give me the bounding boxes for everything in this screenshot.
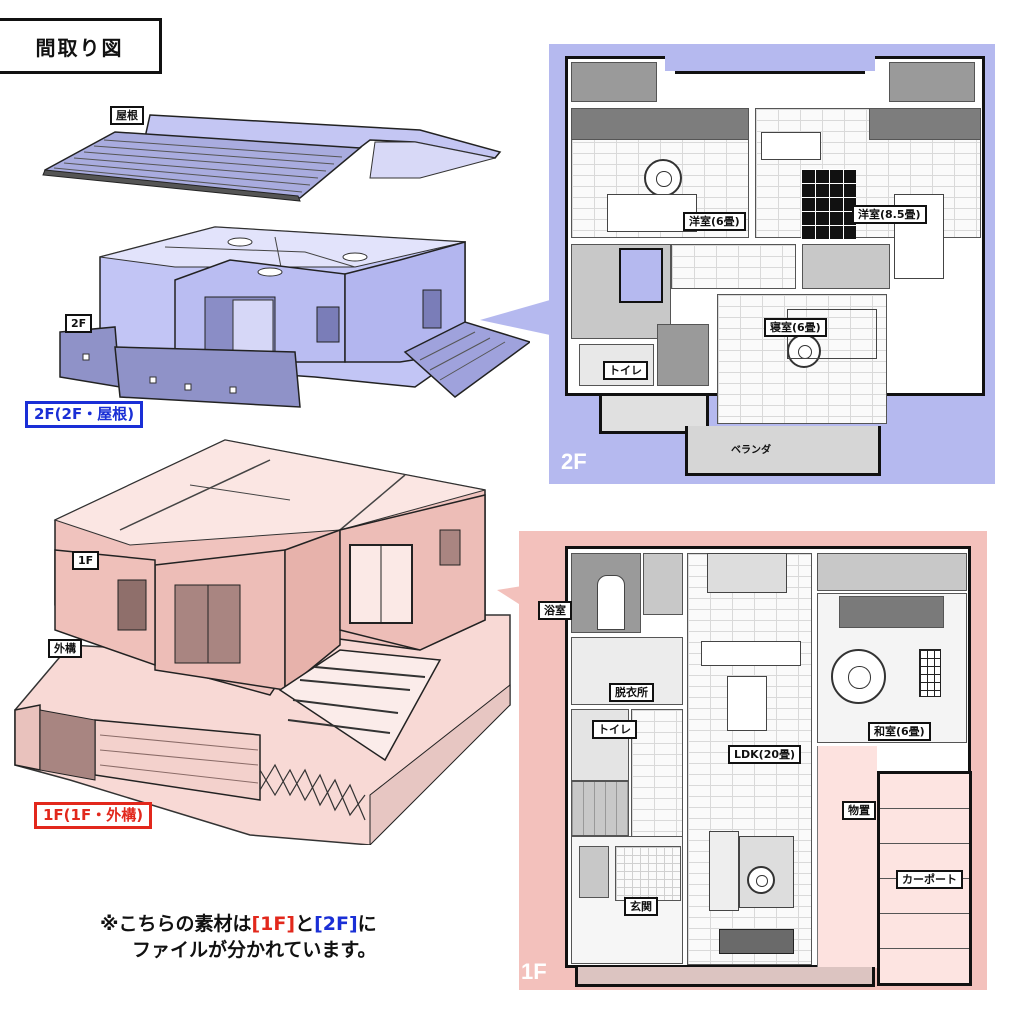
label-toilet-1f: トイレ: [592, 720, 637, 739]
note-line2: ファイルが分かれています。: [132, 938, 377, 961]
japanese-shoji: [919, 649, 941, 697]
rug-western-6: [644, 159, 682, 197]
washroom-2f: [657, 324, 709, 386]
storage-area: [817, 746, 877, 968]
floor2-notch-wall: [675, 71, 865, 95]
ldk-mat: [719, 929, 794, 954]
floor2-pointer: [480, 300, 550, 340]
living-table: [747, 866, 775, 894]
closet-japanese: [817, 553, 967, 591]
label-japanese: 和室(6畳): [868, 722, 931, 741]
sofa: [709, 831, 739, 911]
kitchen-counter: [707, 553, 787, 593]
page-title: 間取り図: [0, 18, 162, 74]
note-suffix: に: [357, 913, 377, 935]
label-bath: 浴室: [538, 601, 572, 620]
floor2-notch: [665, 44, 875, 71]
bathtub: [597, 575, 625, 630]
exterior-label: 外構: [48, 639, 82, 658]
label-western-6: 洋室(6畳): [683, 212, 746, 231]
hallway: [671, 244, 796, 289]
front-approach: [575, 967, 875, 987]
label-toilet-2f: トイレ: [603, 361, 648, 380]
label-veranda: ベランダ: [731, 445, 771, 456]
floor1-label: 1F: [72, 551, 100, 570]
japanese-tokonoma: [839, 596, 944, 628]
dining-table: [727, 676, 767, 731]
floor1-illustration: [14, 439, 511, 847]
floor1-model: 1F 外構: [10, 435, 520, 847]
label-western-85: 洋室(8.5畳): [852, 205, 927, 224]
rug-western-85: [801, 169, 856, 239]
rug-bedroom: [787, 334, 821, 368]
closet-hall: [802, 244, 890, 289]
closet-right: [889, 62, 975, 102]
veranda-right: [685, 426, 881, 476]
desk-western-85: [761, 132, 821, 160]
room-small-top: [643, 553, 683, 615]
room-western-85-closet: [869, 108, 981, 140]
japanese-table: [831, 649, 886, 704]
bed-western-6: [607, 194, 697, 232]
floor2-tag: 2F: [561, 449, 587, 474]
label-dressing: 脱衣所: [609, 683, 654, 702]
kitchen-island: [701, 641, 801, 666]
label-entrance: 玄関: [624, 897, 658, 916]
note-prefix: ※こちらの素材は: [100, 913, 252, 935]
floor2-plan-panel: 洋室(6畳) 洋室(8.5畳) 寝室(6畳) トイレ ベランダ 2F: [549, 44, 995, 484]
floor2-label: 2F: [65, 314, 93, 333]
roof-illustration: [42, 114, 502, 202]
floor1-caption: 1F(1F・外構): [34, 802, 153, 829]
note-2f: [2F]: [314, 913, 358, 935]
label-bedroom: 寝室(6畳): [764, 318, 827, 337]
label-carport: カーポート: [896, 870, 963, 889]
stair-void: [619, 248, 663, 303]
entrance-floor: [615, 846, 681, 901]
label-storage: 物置: [842, 801, 876, 820]
roof-label: 屋根: [110, 106, 144, 125]
note-1f: [1F]: [251, 913, 296, 935]
file-note: ※こちらの素材は[1F]と[2F]に ファイルが分かれています。: [100, 912, 430, 963]
label-ldk: LDK(20畳): [728, 745, 802, 764]
shoe-closet: [579, 846, 609, 898]
floor2-illustration: [59, 226, 532, 408]
closet-left: [571, 62, 657, 102]
roof-model: 屋根: [40, 100, 510, 205]
floor2-model: 2F: [55, 212, 532, 412]
floor2-caption: 2F(2F・屋根): [25, 401, 144, 428]
note-mid: と: [295, 913, 315, 935]
stairs-1f: [571, 781, 629, 836]
room-western-6-closet: [571, 108, 749, 140]
floor1-plan-panel: 浴室 脱衣所 トイレ LDK(20畳) 和室(6畳) 物置 カーポート 玄関 1…: [519, 531, 987, 990]
floor1-tag: 1F: [521, 959, 547, 984]
